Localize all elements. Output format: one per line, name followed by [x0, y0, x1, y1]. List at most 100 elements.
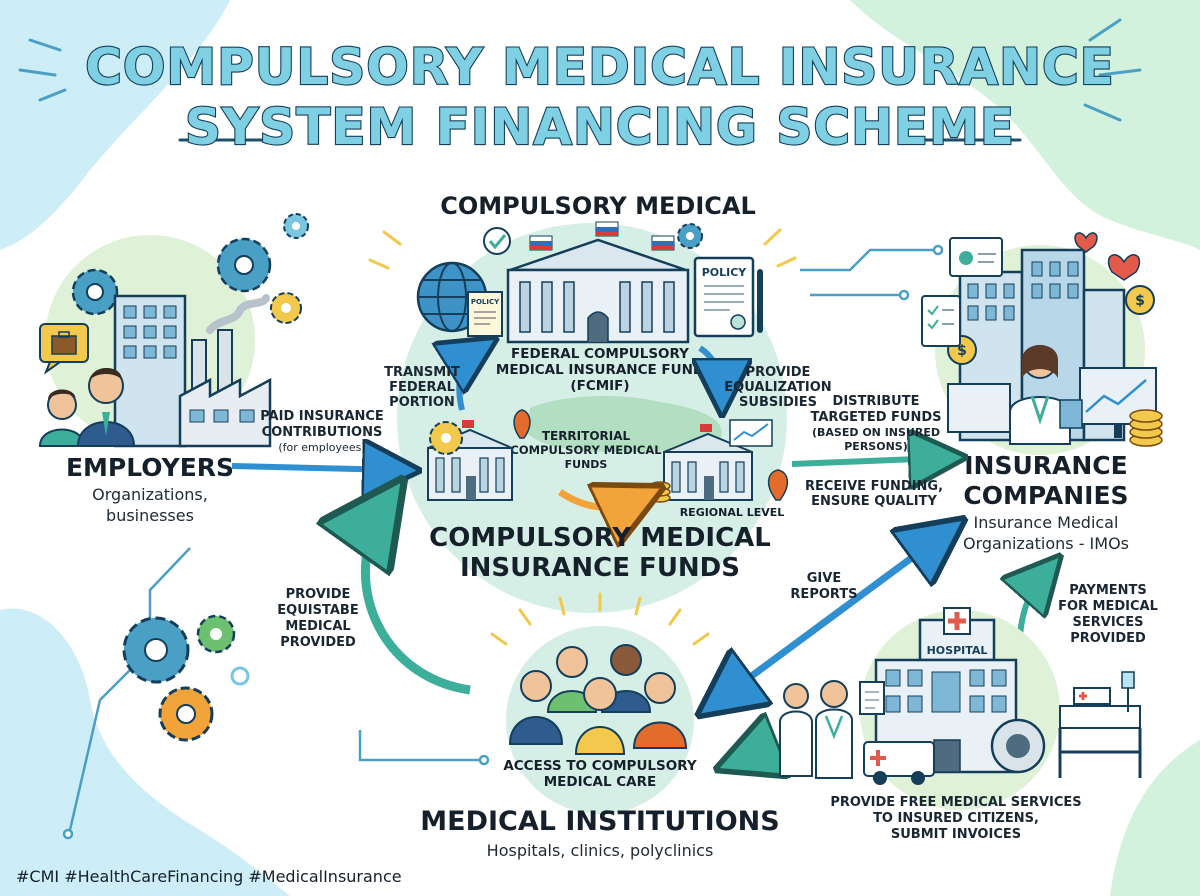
funds-title-line-1: COMPULSORY MEDICAL — [429, 523, 771, 553]
give-reports-label: GIVE REPORTS — [790, 571, 857, 602]
employers-line-2: businesses — [106, 506, 194, 525]
doctor-woman-icon — [779, 683, 813, 777]
gear-icon-employers-4 — [283, 213, 309, 239]
territorial-transfer-arrow — [558, 492, 640, 507]
profile-card-icon — [949, 237, 1003, 277]
people-group-icon — [508, 644, 688, 755]
heart-icon — [1074, 232, 1141, 281]
gear-icon-orange-center — [429, 421, 463, 455]
paid-line-1: PAID INSURANCE — [260, 409, 384, 424]
gear-icon-employers-2 — [216, 237, 272, 293]
equalization-label: PROVIDE EQUALIZATION SUBSIDIES — [724, 365, 831, 410]
paid-line-3: (for employees) — [278, 441, 365, 454]
russia-map-shape — [526, 396, 722, 452]
office-building-icon — [113, 294, 187, 448]
gear-cluster-bottom-left — [122, 614, 250, 742]
title-line-1: COMPULSORY MEDICAL INSURANCE — [85, 38, 1115, 96]
central-funds-circle: COMPULSORY MEDICAL POLICY — [368, 192, 797, 613]
regional-building-left-icon — [427, 420, 513, 501]
gear-icon-center — [677, 223, 703, 249]
gear-icon-green — [196, 614, 236, 654]
policy-document-large-icon: POLICY — [693, 256, 763, 338]
payments-line-4: PROVIDED — [1070, 631, 1146, 646]
hospital-caption-line-1: PROVIDE FREE MEDICAL SERVICES — [830, 795, 1081, 810]
hospital-caption-line-2: TO INSURED CITIZENS, — [873, 811, 1039, 826]
give-line-1: GIVE — [807, 571, 841, 586]
medical-institutions-cluster: ACCESS TO COMPULSORY MEDICAL CARE MEDICA… — [420, 592, 780, 860]
funds-title-line-2: INSURANCE FUNDS — [460, 553, 740, 583]
fcmif-line-2: MEDICAL INSURANCE FUND — [496, 362, 704, 378]
insurance-title-line-1: INSURANCE — [964, 451, 1127, 480]
paid-contributions-label: PAID INSURANCE CONTRIBUTIONS (for employ… — [260, 409, 384, 454]
monitor-icon — [947, 367, 1157, 438]
equalization-line-1: PROVIDE — [746, 365, 811, 380]
distribute-line-1: DISTRIBUTE — [833, 394, 920, 409]
insurance-companies-cluster: $ $ IN — [921, 232, 1163, 553]
equalization-line-3: SUBSIDIES — [739, 395, 817, 410]
gear-icon-employers-3 — [270, 292, 302, 324]
clipboard-icon — [859, 681, 885, 715]
regional-level-label: REGIONAL LEVEL — [680, 506, 785, 519]
svg-text:$: $ — [1135, 293, 1145, 309]
equitable-care-label: PROVIDE EQUISTABE MEDICAL PROVIDED — [277, 587, 358, 650]
transmit-line-1: TRANSMIT — [384, 365, 460, 380]
gear-icon-blue-large — [122, 616, 190, 684]
receive-funding-label: RECEIVE FUNDING, ENSURE QUALITY — [805, 479, 943, 509]
payments-line-2: FOR MEDICAL — [1058, 599, 1158, 614]
provide-services-arrow — [740, 750, 770, 760]
hospital-sign: HOSPITAL — [927, 644, 988, 657]
equitable-line-4: PROVIDED — [280, 635, 356, 650]
transmit-line-2: FEDERAL — [389, 380, 455, 395]
regional-building-right-icon — [663, 424, 753, 501]
payments-arrow — [1020, 572, 1046, 637]
territorial-line-1: TERRITORIAL — [542, 429, 631, 443]
insurance-line-1: Insurance Medical — [974, 513, 1119, 532]
equalization-line-2: EQUALIZATION — [724, 380, 831, 395]
equitable-line-2: EQUISTABE — [277, 603, 358, 618]
fcmif-line-1: FEDERAL COMPULSORY — [511, 346, 689, 362]
coin-stack-icon — [1129, 409, 1163, 447]
hashtags: #CMI #HealthCareFinancing #MedicalInsura… — [16, 867, 402, 886]
payments-line-1: PAYMENTS — [1069, 583, 1147, 598]
briefcase-speech-bubble-icon — [39, 323, 89, 375]
give-line-2: REPORTS — [790, 587, 857, 602]
check-icon — [483, 227, 511, 255]
gear-icon-employers-1 — [71, 268, 119, 316]
factory-icon — [178, 294, 272, 448]
policy-large-text: POLICY — [702, 266, 748, 279]
access-line-1: ACCESS TO COMPULSORY — [503, 758, 697, 774]
coins-icon — [649, 481, 671, 503]
ambulance-icon — [863, 741, 935, 785]
territorial-line-3: FUNDS — [565, 458, 608, 471]
location-pin-icon — [513, 409, 789, 501]
paid-line-2: CONTRIBUTIONS — [262, 425, 383, 440]
gear-icon-orange — [158, 686, 214, 742]
sun-rays-decoration — [368, 228, 797, 270]
fcmif-line-3: (FCMIF) — [570, 378, 629, 394]
paid-contributions-arrow — [231, 466, 398, 470]
employers-title: EMPLOYERS — [66, 453, 234, 482]
svg-text:$: $ — [957, 343, 967, 359]
transmit-arrow — [459, 350, 478, 411]
employers-cluster: EMPLOYERS Organizations, businesses — [38, 213, 309, 525]
employee-man-icon — [76, 368, 136, 447]
equitable-line-1: PROVIDE — [286, 587, 351, 602]
distribute-line-4: PERSONS) — [844, 440, 907, 453]
receive-line-1: RECEIVE FUNDING, — [805, 479, 943, 494]
equalization-arrow — [700, 345, 722, 394]
distribute-line-2: TARGETED FUNDS — [810, 410, 941, 425]
access-line-2: MEDICAL CARE — [544, 774, 657, 790]
policy-document-small-icon: POLICY — [467, 291, 503, 337]
medical-institutions-subtitle: Hospitals, clinics, polyclinics — [487, 841, 714, 860]
insurance-title-line-2: COMPANIES — [963, 481, 1128, 510]
checklist-clipboard-icon — [921, 295, 961, 347]
transmit-line-3: PORTION — [389, 395, 455, 410]
transmit-label: TRANSMIT FEDERAL PORTION — [384, 365, 460, 410]
policy-small-text: POLICY — [471, 298, 500, 306]
receive-line-2: ENSURE QUALITY — [811, 494, 937, 509]
distribute-funds-arrow — [791, 458, 944, 464]
payments-label: PAYMENTS FOR MEDICAL SERVICES PROVIDED — [1058, 583, 1158, 646]
hospital-cluster: HOSPITAL — [779, 607, 1142, 842]
insurance-agent-doctor-icon — [1009, 345, 1083, 445]
